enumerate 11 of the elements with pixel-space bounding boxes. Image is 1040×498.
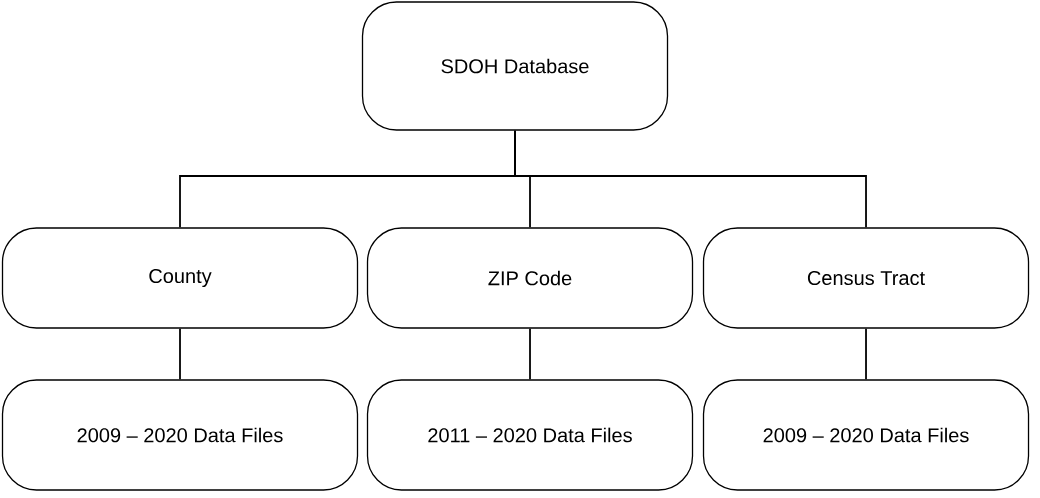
rounded-box: 2011 – 2020 Data Files — [366, 379, 694, 491]
rounded-box: SDOH Database — [361, 1, 669, 131]
rounded-box: ZIP Code — [366, 227, 694, 329]
connector-line — [514, 129, 867, 229]
connector-line — [865, 327, 867, 381]
rounded-box: Census Tract — [702, 227, 1030, 329]
connector-line — [529, 327, 531, 381]
rounded-box: County — [1, 227, 359, 329]
rounded-box: 2009 – 2020 Data Files — [702, 379, 1030, 491]
connector-line — [179, 327, 181, 381]
rounded-box: 2009 – 2020 Data Files — [1, 379, 359, 491]
